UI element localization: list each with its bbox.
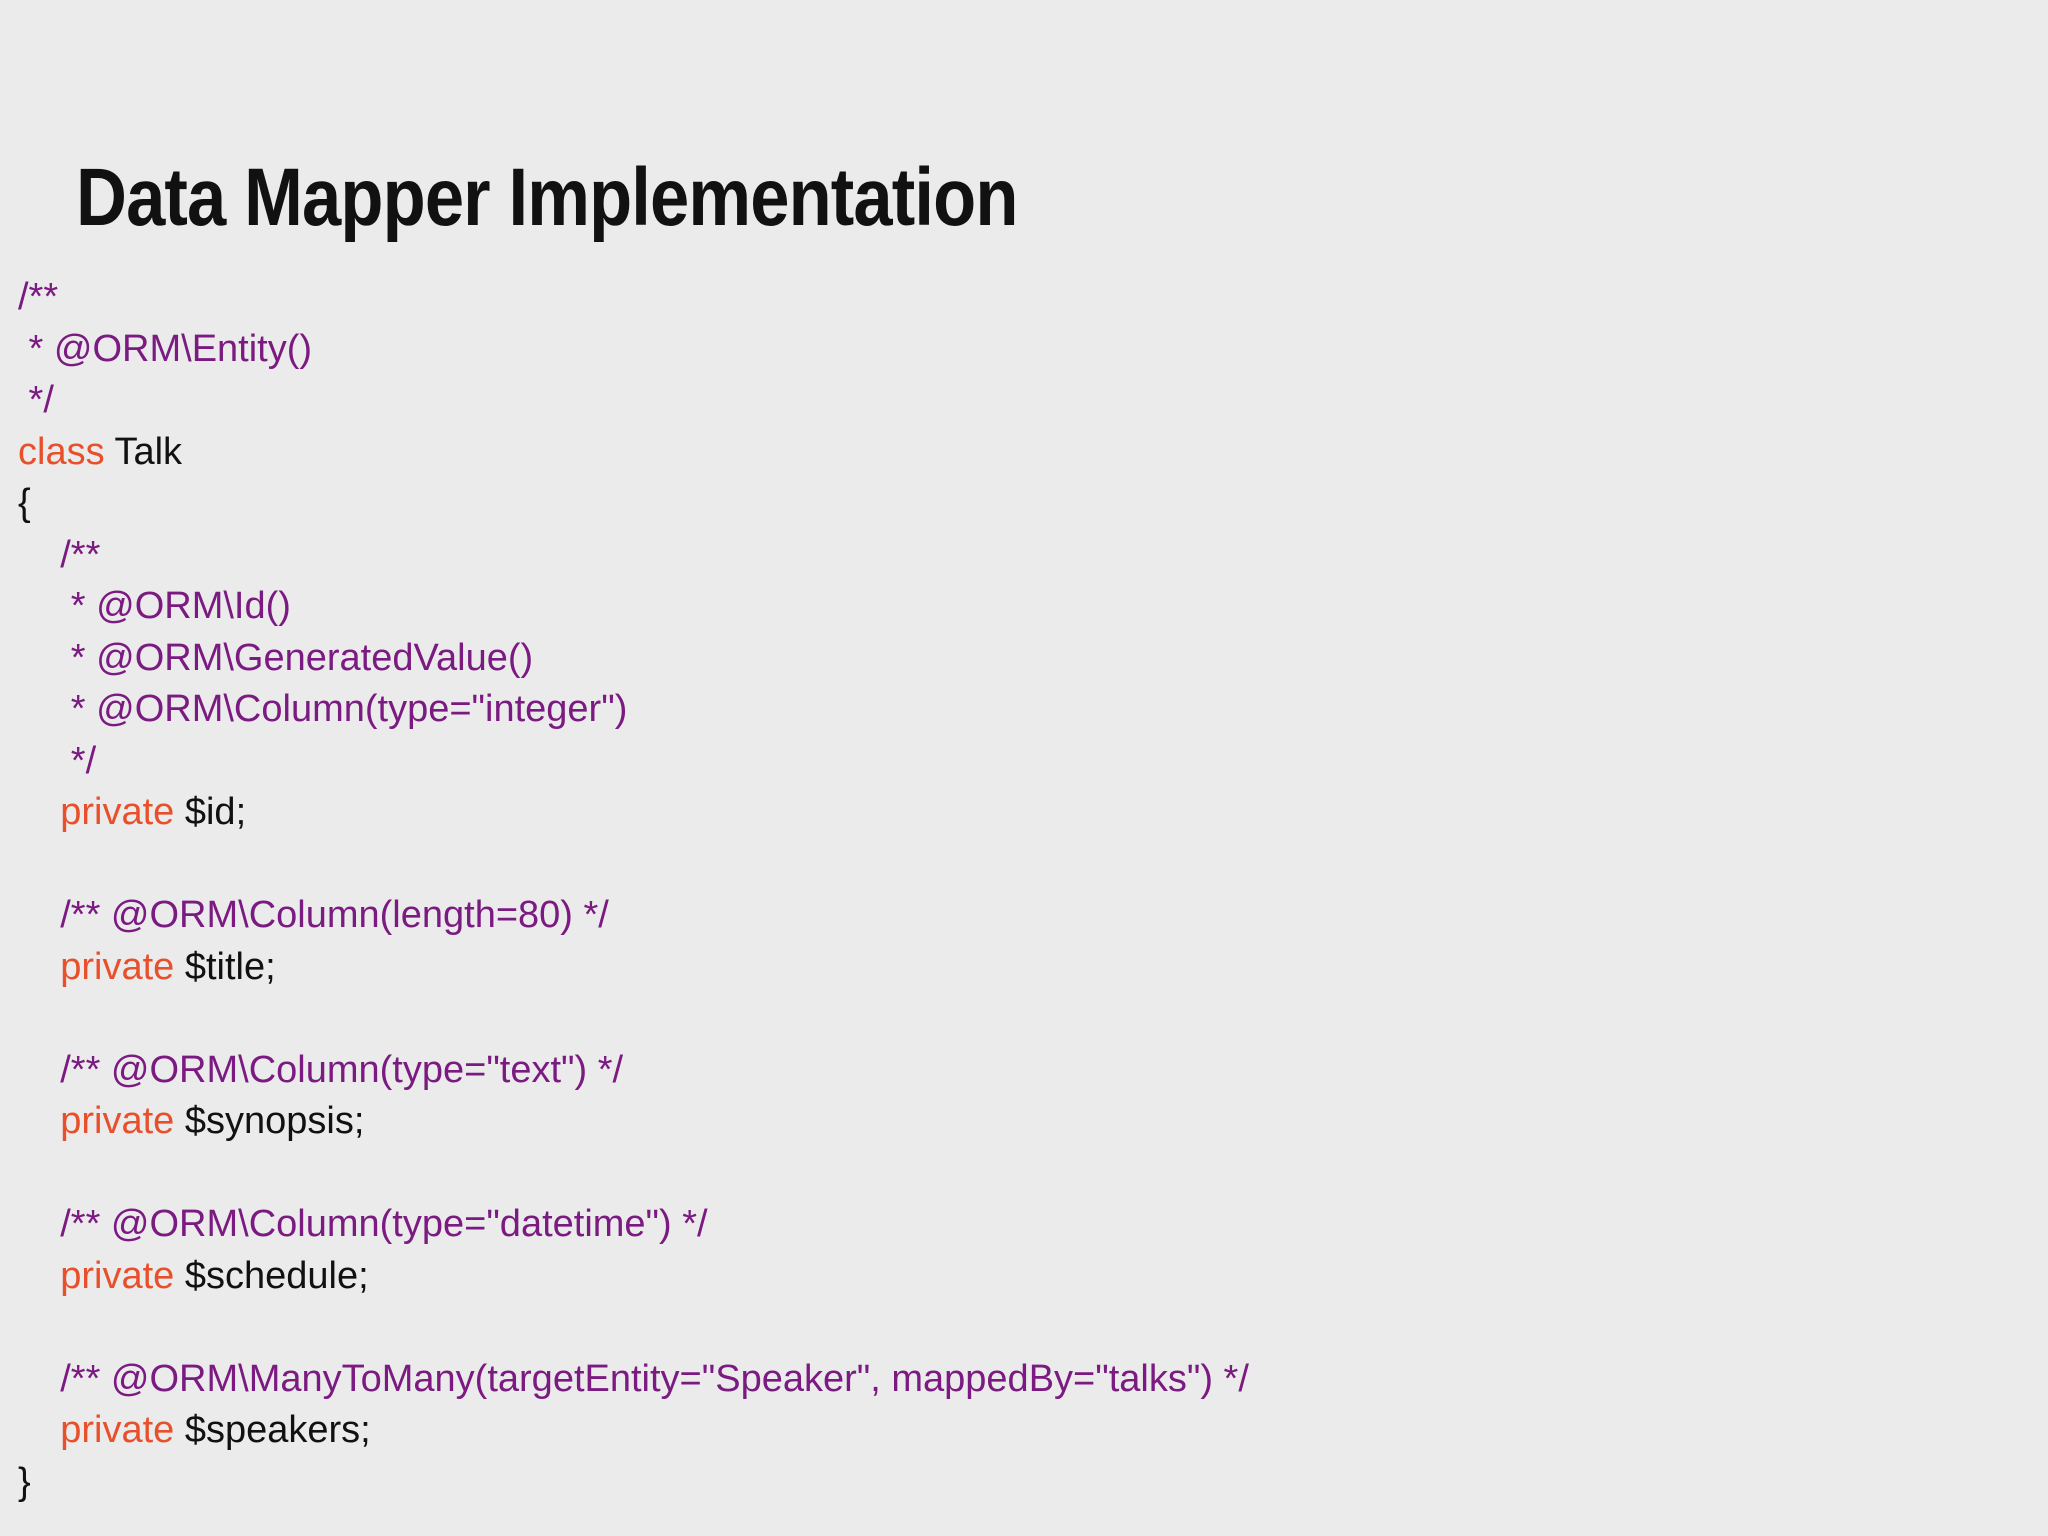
code-token-comment: /** — [18, 533, 101, 576]
code-token-plain: $synopsis; — [174, 1100, 365, 1142]
code-line: * @ORM\GeneratedValue() — [18, 633, 2028, 685]
code-line: private $schedule; — [18, 1251, 2028, 1303]
code-token-comment: /** @ORM\Column(length=80) */ — [18, 894, 609, 936]
code-token-blank — [18, 843, 29, 885]
code-line: /** — [18, 272, 2028, 324]
code-token-comment: */ — [18, 379, 54, 421]
code-token-comment: * @ORM\Id() — [18, 585, 291, 627]
code-token-plain — [18, 1100, 60, 1142]
code-token-blank — [18, 1306, 29, 1348]
code-line: private $id; — [18, 787, 2028, 839]
code-line — [18, 839, 2028, 891]
code-line: /** @ORM\Column(type="text") */ — [18, 1045, 2028, 1097]
code-token-blank — [18, 1152, 29, 1194]
code-line: * @ORM\Id() — [18, 581, 2028, 633]
code-token-plain — [18, 791, 60, 833]
code-block: /** * @ORM\Entity() */class Talk{ /** * … — [18, 272, 2028, 1508]
code-token-comment: /** @ORM\Column(type="text") */ — [18, 1048, 624, 1091]
code-token-keyword: private — [60, 945, 175, 988]
code-token-keyword: private — [60, 1409, 175, 1451]
code-token-plain: { — [18, 482, 31, 524]
code-token-plain — [18, 1255, 60, 1297]
code-token-plain — [18, 946, 60, 988]
code-line: private $speakers; — [18, 1405, 2028, 1457]
code-line — [18, 993, 2028, 1045]
code-token-comment: * @ORM\Column(type="integer") — [18, 688, 628, 730]
code-line: * @ORM\Column(type="integer") — [18, 684, 2028, 736]
code-token-plain: $id; — [174, 791, 247, 833]
code-token-comment: * @ORM\GeneratedValue() — [18, 636, 534, 679]
code-token-comment: */ — [18, 739, 97, 782]
code-token-plain: $title; — [174, 945, 276, 988]
code-token-plain — [18, 1409, 60, 1451]
code-line — [18, 1148, 2028, 1200]
code-line: /** @ORM\Column(length=80) */ — [18, 890, 2028, 942]
code-line: class Talk — [18, 427, 2028, 479]
code-token-plain: $schedule; — [174, 1254, 369, 1297]
code-token-plain: } — [18, 1460, 31, 1503]
code-line: */ — [18, 375, 2028, 427]
code-token-keyword: class — [18, 430, 105, 473]
code-line: } — [18, 1457, 2028, 1509]
code-line: private $synopsis; — [18, 1096, 2028, 1148]
code-token-comment: /** @ORM\ManyToMany(targetEntity="Speake… — [18, 1357, 1249, 1400]
code-line: /** @ORM\ManyToMany(targetEntity="Speake… — [18, 1354, 2028, 1406]
code-token-comment: * @ORM\Entity() — [18, 327, 313, 370]
code-token-keyword: private — [60, 1254, 175, 1297]
code-token-blank — [18, 997, 29, 1039]
code-token-comment: /** — [18, 276, 59, 318]
code-token-comment: /** @ORM\Column(type="datetime") */ — [18, 1203, 708, 1245]
code-token-keyword: private — [60, 1100, 175, 1142]
code-token-plain: $speakers; — [174, 1409, 371, 1451]
code-token-keyword: private — [60, 791, 175, 833]
code-line: */ — [18, 736, 2028, 788]
code-line — [18, 1302, 2028, 1354]
code-line: /** @ORM\Column(type="datetime") */ — [18, 1199, 2028, 1251]
code-line: private $title; — [18, 942, 2028, 994]
code-token-plain: Talk — [104, 430, 183, 473]
code-line: * @ORM\Entity() — [18, 324, 2028, 376]
code-line: /** — [18, 530, 2028, 582]
code-line: { — [18, 478, 2028, 530]
page-title: Data Mapper Implementation — [76, 151, 1018, 243]
